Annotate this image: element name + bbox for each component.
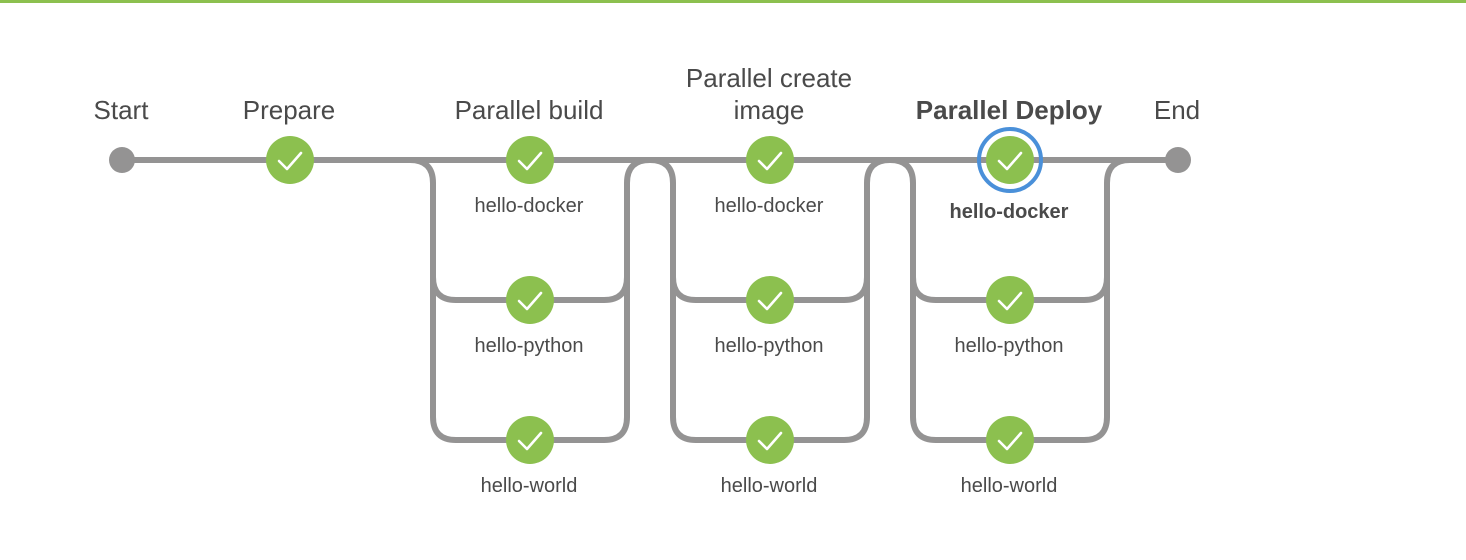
- branch-build-hello-python-label[interactable]: hello-python: [475, 335, 584, 357]
- branch-image-hello-world[interactable]: [746, 416, 794, 464]
- check-icon: [757, 291, 783, 311]
- connector-deploy-split-python: [887, 157, 1013, 303]
- connector-image-join-world: [767, 274, 870, 443]
- branch-build-hello-docker[interactable]: [506, 136, 554, 184]
- success-status-circle[interactable]: [746, 276, 794, 324]
- connector-deploy-join-world: [1007, 274, 1110, 443]
- connector-image-split-python: [647, 157, 773, 303]
- top-status-bar: [0, 0, 1466, 3]
- branch-image-hello-docker[interactable]: [746, 136, 794, 184]
- success-status-circle[interactable]: [266, 136, 314, 184]
- branch-build-hello-world[interactable]: [506, 416, 554, 464]
- connector-build-join-python: [527, 157, 653, 303]
- start-node: [109, 147, 135, 173]
- check-icon: [277, 151, 303, 171]
- stage-prepare-node[interactable]: [266, 136, 314, 184]
- branch-build-hello-world-label[interactable]: hello-world: [481, 475, 578, 497]
- branch-deploy-hello-python-label[interactable]: hello-python: [955, 335, 1064, 357]
- selected-node-ring: [977, 127, 1043, 193]
- stage-parallel-create-image-title-line2[interactable]: image: [734, 95, 805, 125]
- stage-parallel-deploy-title[interactable]: Parallel Deploy: [916, 95, 1103, 125]
- check-icon: [517, 151, 543, 171]
- branch-deploy-hello-world[interactable]: [986, 416, 1034, 464]
- connector-image-join-python: [767, 157, 893, 303]
- success-status-circle[interactable]: [506, 416, 554, 464]
- branch-build-hello-python[interactable]: [506, 276, 554, 324]
- connector-image-split-world: [670, 274, 773, 443]
- branch-image-hello-world-label[interactable]: hello-world: [721, 475, 818, 497]
- success-status-circle[interactable]: [986, 416, 1034, 464]
- check-icon: [757, 431, 783, 451]
- stage-parallel-create-image-title-line1[interactable]: Parallel create: [686, 63, 852, 93]
- check-icon: [997, 291, 1023, 311]
- success-status-circle[interactable]: [986, 276, 1034, 324]
- check-icon: [997, 431, 1023, 451]
- success-status-circle[interactable]: [986, 136, 1034, 184]
- branch-image-hello-docker-label[interactable]: hello-docker: [715, 195, 824, 217]
- end-node: [1165, 147, 1191, 173]
- check-icon: [517, 431, 543, 451]
- branch-deploy-hello-world-label[interactable]: hello-world: [961, 475, 1058, 497]
- start-label: Start: [94, 95, 150, 125]
- connector-build-split-world: [430, 274, 533, 443]
- success-status-circle[interactable]: [746, 416, 794, 464]
- branch-deploy-hello-docker-label[interactable]: hello-docker: [950, 201, 1069, 223]
- check-icon: [757, 151, 783, 171]
- connector-build-join-world: [527, 274, 630, 443]
- success-status-circle[interactable]: [506, 136, 554, 184]
- connector-build-split-python: [407, 157, 533, 303]
- stage-prepare-title[interactable]: Prepare: [243, 95, 336, 125]
- connector-deploy-split-world: [910, 274, 1013, 443]
- stage-parallel-build-title[interactable]: Parallel build: [455, 95, 604, 125]
- connector-deploy-join-python: [1007, 157, 1133, 303]
- branch-image-hello-python-label[interactable]: hello-python: [715, 335, 824, 357]
- check-icon: [517, 291, 543, 311]
- end-label: End: [1154, 95, 1200, 125]
- branch-deploy-hello-docker[interactable]: [977, 127, 1043, 193]
- check-icon: [997, 151, 1023, 171]
- branch-build-hello-docker-label[interactable]: hello-docker: [475, 195, 584, 217]
- success-status-circle[interactable]: [746, 136, 794, 184]
- success-status-circle[interactable]: [506, 276, 554, 324]
- branch-image-hello-python[interactable]: [746, 276, 794, 324]
- branch-deploy-hello-python[interactable]: [986, 276, 1034, 324]
